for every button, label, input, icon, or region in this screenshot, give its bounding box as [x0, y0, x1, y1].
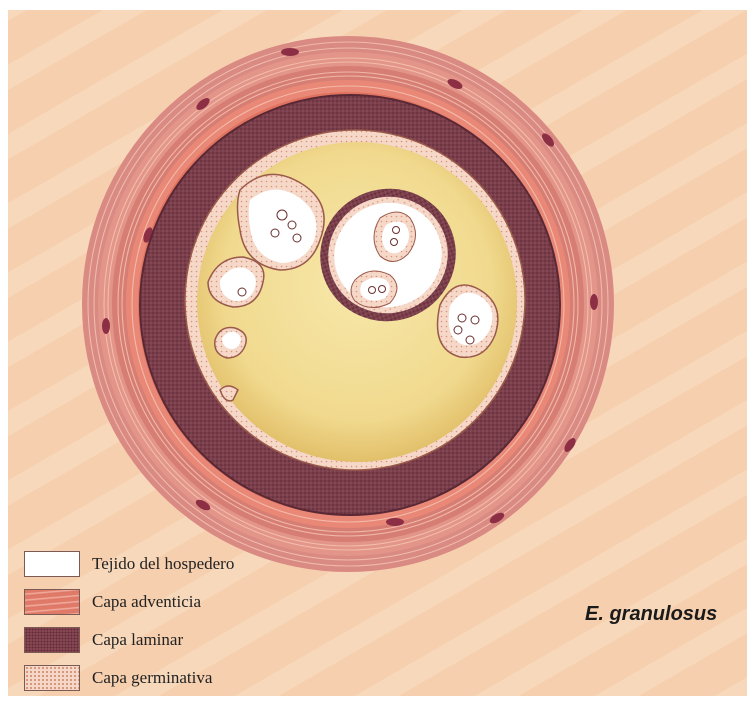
legend-item-host-tissue: Tejido del hospedero: [24, 550, 234, 578]
legend-swatch-germinative: [24, 665, 80, 691]
legend-swatch-adventitia: [24, 589, 80, 615]
legend-item-germinative: Capa germinativa: [24, 664, 212, 692]
legend-label-host-tissue: Tejido del hospedero: [92, 554, 234, 574]
legend-swatch-host-tissue: [24, 551, 80, 577]
species-label: E. granulosus: [585, 603, 717, 626]
legend-swatch-laminar: [24, 627, 80, 653]
legend-label-adventitia: Capa adventicia: [92, 592, 201, 612]
legend-label-laminar: Capa laminar: [92, 630, 183, 650]
brood-capsule-right: [438, 285, 498, 357]
legend-item-laminar: Capa laminar: [24, 626, 183, 654]
legend-item-adventitia: Capa adventicia: [24, 588, 201, 616]
legend-label-germinative: Capa germinativa: [92, 668, 212, 688]
